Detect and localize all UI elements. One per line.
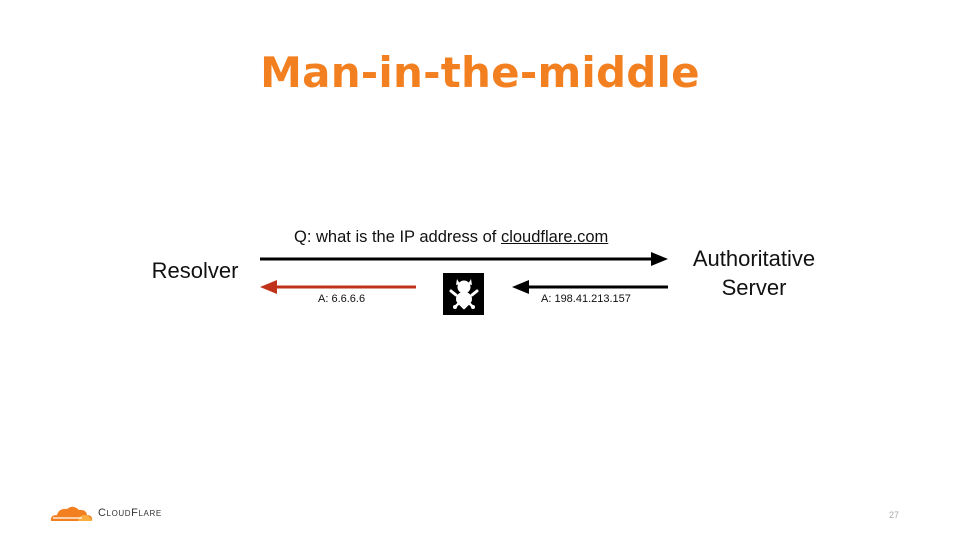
cloudflare-logo: CloudFlare — [48, 503, 162, 523]
authoritative-label-line2: Server — [721, 275, 787, 300]
query-prefix: Q: what is the IP address of — [294, 228, 501, 246]
real-answer-arrow — [512, 280, 668, 294]
cloud-icon — [50, 506, 93, 521]
query-domain-link[interactable]: cloudflare.com — [500, 228, 609, 246]
fake-answer-label: A: 6.6.6.6 — [318, 293, 366, 305]
resolver-label: Resolver — [151, 258, 239, 283]
page-number: 27 — [889, 510, 900, 520]
query-arrow — [260, 252, 668, 266]
slide-title: Man-in-the-middle — [260, 48, 700, 97]
authoritative-label-line1: Authoritative — [692, 246, 816, 271]
baby-attacker-icon — [443, 273, 484, 315]
logo-wordmark: CloudFlare — [98, 507, 162, 519]
fake-answer-arrow — [260, 280, 416, 294]
authoritative-server-label: Authoritative Server — [676, 244, 832, 302]
query-text: Q: what is the IP address of cloudflare.… — [294, 228, 608, 247]
real-answer-label: A: 198.41.213.157 — [541, 293, 631, 305]
